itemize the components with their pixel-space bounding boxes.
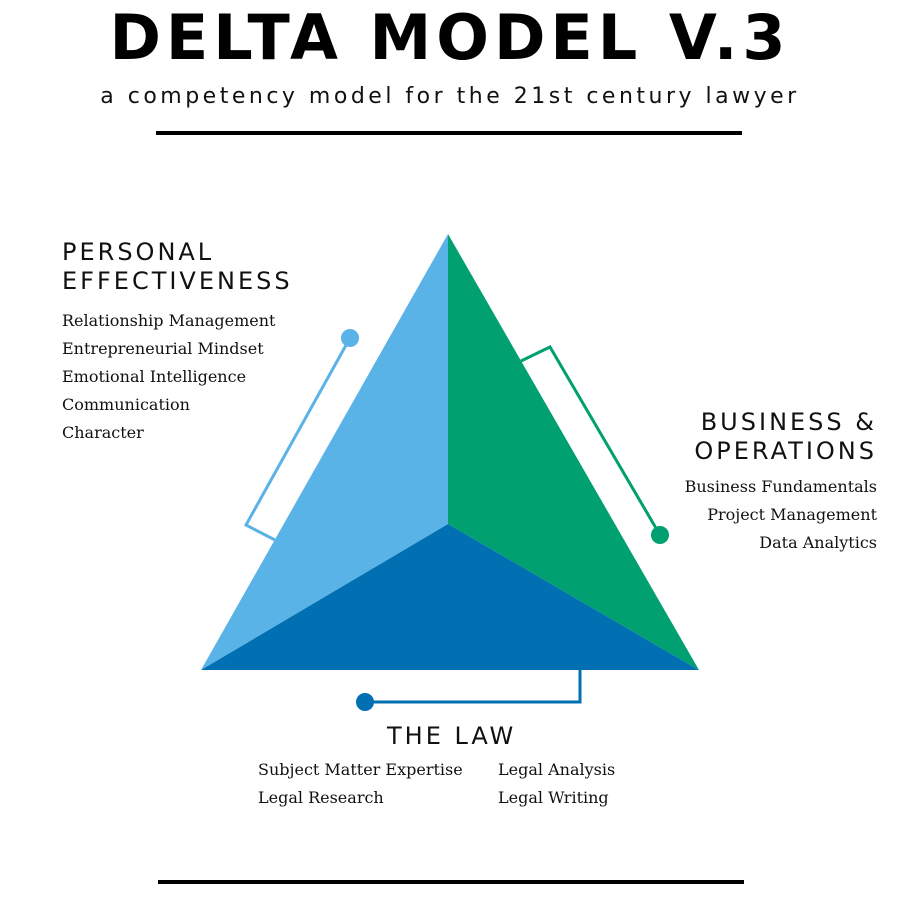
law-connector-line <box>365 670 582 704</box>
list-item: Subject Matter Expertise <box>258 760 463 779</box>
list-item: Emotional Intelligence <box>62 367 247 386</box>
personal-heading-line2: EFFECTIVENESS <box>62 267 293 295</box>
personal-connector-line <box>243 337 352 543</box>
business-connector-dot <box>651 526 669 544</box>
list-item: Legal Research <box>258 788 384 807</box>
list-item: Project Management <box>707 505 877 524</box>
list-item: Relationship Management <box>62 311 276 330</box>
law-connector-dot <box>356 693 374 711</box>
top-divider <box>156 131 742 135</box>
personal-effectiveness-heading: PERSONAL EFFECTIVENESS <box>62 238 293 296</box>
bottom-divider <box>158 880 744 884</box>
the-law-list-right: Legal Analysis Legal Writing <box>498 756 615 812</box>
page-subtitle: a competency model for the 21st century … <box>100 84 800 109</box>
the-law-heading: THE LAW <box>387 722 517 750</box>
page-title: DELTA MODEL V.3 <box>109 1 791 74</box>
the-law-list-left: Subject Matter Expertise Legal Research <box>258 756 463 812</box>
business-heading-line1: BUSINESS & <box>700 408 877 436</box>
personal-heading-line1: PERSONAL <box>62 238 215 266</box>
list-item: Legal Writing <box>498 788 609 807</box>
personal-effectiveness-list: Relationship Management Entrepreneurial … <box>62 307 275 447</box>
business-connector-line <box>520 345 662 536</box>
business-operations-heading: BUSINESS & OPERATIONS <box>694 408 877 466</box>
list-item: Business Fundamentals <box>684 477 877 496</box>
list-item: Communication <box>62 395 190 414</box>
personal-effectiveness-facet <box>201 234 448 670</box>
personal-connector-dot <box>341 329 359 347</box>
list-item: Legal Analysis <box>498 760 616 779</box>
list-item: Character <box>62 423 144 442</box>
business-operations-list: Business Fundamentals Project Management… <box>685 473 877 557</box>
list-item: Entrepreneurial Mindset <box>62 339 264 358</box>
list-item: Data Analytics <box>759 533 877 552</box>
the-law-facet <box>201 524 699 670</box>
business-heading-line2: OPERATIONS <box>694 437 877 465</box>
business-operations-facet <box>448 234 699 670</box>
